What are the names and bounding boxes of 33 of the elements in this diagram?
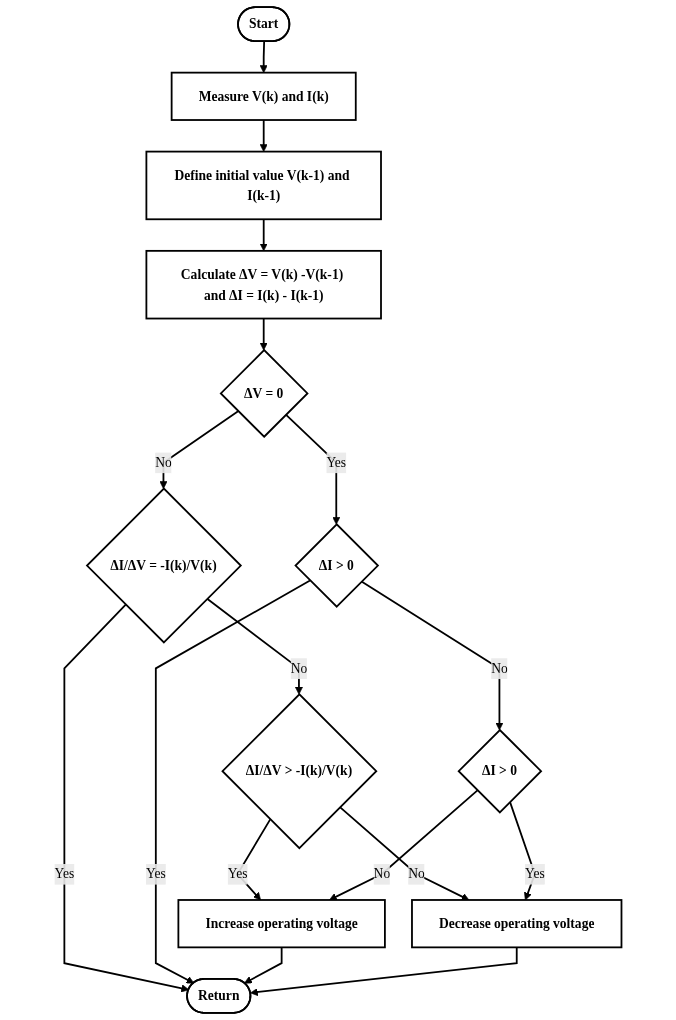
arrow [206,597,303,695]
node-diamond: ΔI/ΔV > -I(k)/V(k) [221,693,378,850]
edge-label: No [408,866,425,882]
edge-label: Yes [326,455,347,470]
node-box: Measure V(k) and I(k) [170,71,357,121]
arrow [244,946,283,984]
node-diamond: ΔI > 0 [457,728,543,814]
arrow [63,603,190,993]
arrow [339,806,470,901]
node-box: Increase operating voltage [177,899,386,949]
node-box: Decrease operating voltage [411,899,623,949]
edge-label: No [491,660,508,676]
arrow [159,410,239,489]
edge-label: Yes [524,866,545,882]
edge-label: Yes [54,866,75,882]
node-diamond: ΔI > 0 [294,523,380,608]
arrow [154,579,311,984]
arrow [259,218,268,252]
node-box: Define initial value V(k-1) and I(k-1) [145,150,382,221]
node-box: Calculate ΔV = V(k) -V(k-1) and ΔI = I(k) - I(k-1) [145,249,382,320]
arrow [284,413,341,525]
node-diamond: ΔV = 0 [219,348,309,439]
edge-label: No [373,866,391,882]
edge-label: No [155,455,172,470]
arrow [259,317,268,351]
edge-label: Yes [227,866,248,882]
arrow [259,119,268,152]
arrow [329,789,479,901]
arrow [259,40,268,73]
edge-label: Yes [145,866,166,882]
arrow [250,946,518,996]
edge-label: No [290,660,308,676]
node-diamond: ΔI/ΔV = -I(k)/V(k) [85,487,243,644]
